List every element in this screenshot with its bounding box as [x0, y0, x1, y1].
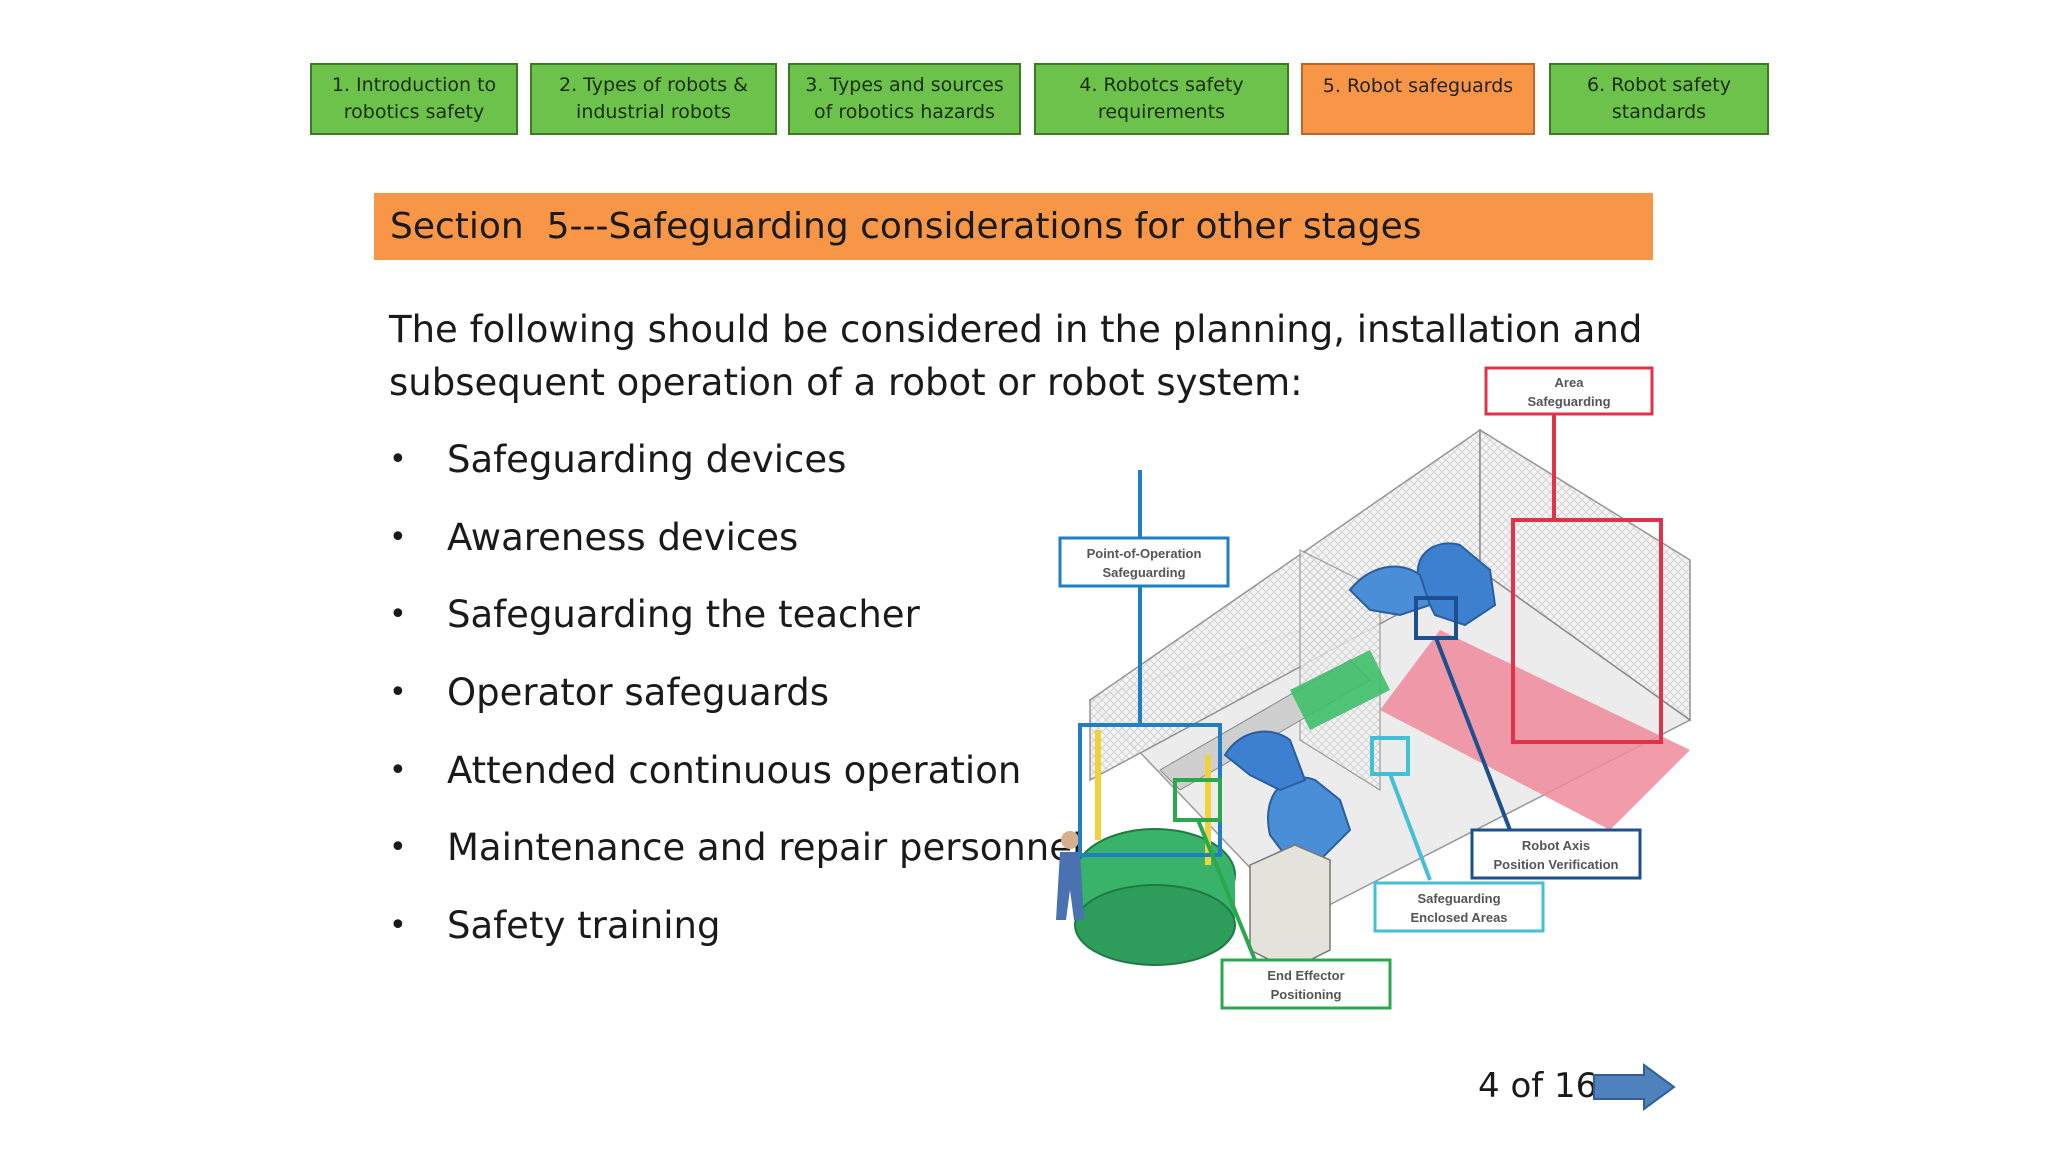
nav-tab-hazards[interactable]: 3. Types and sources of robotics hazards [788, 63, 1021, 135]
svg-text:End Effector: End Effector [1267, 968, 1344, 983]
svg-text:Point-of-Operation: Point-of-Operation [1087, 546, 1202, 561]
bullet-list: •Safeguarding devices •Awareness devices… [389, 430, 1082, 974]
list-item: •Attended continuous operation [389, 748, 1022, 792]
svg-text:Area: Area [1555, 375, 1585, 390]
end-effector-label: End Effector Positioning [1220, 958, 1392, 1010]
list-item: •Safety training [389, 904, 721, 948]
list-item: •Maintenance and repair personnel [389, 826, 1083, 870]
svg-text:Position Verification: Position Verification [1494, 857, 1619, 872]
robot-axis-label: Robot Axis Position Verification [1470, 828, 1642, 880]
nav-tab-safeguards[interactable]: 5. Robot safeguards [1301, 63, 1535, 135]
svg-text:Safeguarding: Safeguarding [1527, 394, 1610, 409]
point-of-operation-label: Point-of-Operation Safeguarding [1058, 536, 1230, 588]
svg-text:Positioning: Positioning [1271, 987, 1342, 1002]
nav-tab-intro[interactable]: 1. Introduction to robotics safety [310, 63, 518, 135]
svg-text:Safeguarding: Safeguarding [1417, 891, 1500, 906]
section-header: Section 5---Safeguarding considerations … [374, 193, 1653, 260]
svg-text:Robot Axis: Robot Axis [1522, 838, 1590, 853]
list-item: •Awareness devices [389, 515, 799, 559]
list-item: •Safeguarding the teacher [389, 593, 920, 637]
nav-tab-standards[interactable]: 6. Robot safety standards [1549, 63, 1769, 135]
next-arrow-icon[interactable] [1592, 1063, 1676, 1111]
svg-text:Safeguarding: Safeguarding [1102, 565, 1185, 580]
svg-text:Enclosed Areas: Enclosed Areas [1410, 910, 1507, 925]
intro-text: The following should be considered in th… [389, 308, 1643, 404]
robot-cell-diagram: Area Safeguarding Point-of-Operation Saf… [1056, 366, 1692, 1010]
section-title: Section 5---Safeguarding considerations … [390, 206, 1422, 247]
enclosed-areas-label: Safeguarding Enclosed Areas [1373, 881, 1545, 933]
nav-tab-requirements[interactable]: 4. Robotcs safety requirements [1034, 63, 1289, 135]
nav-tab-types-of-robots[interactable]: 2. Types of robots & industrial robots [530, 63, 777, 135]
list-item: •Safeguarding devices [389, 438, 847, 481]
area-safeguarding-label: Area Safeguarding [1484, 366, 1654, 416]
page-indicator: 4 of 16 [1478, 1066, 1598, 1106]
list-item: •Operator safeguards [389, 671, 830, 715]
